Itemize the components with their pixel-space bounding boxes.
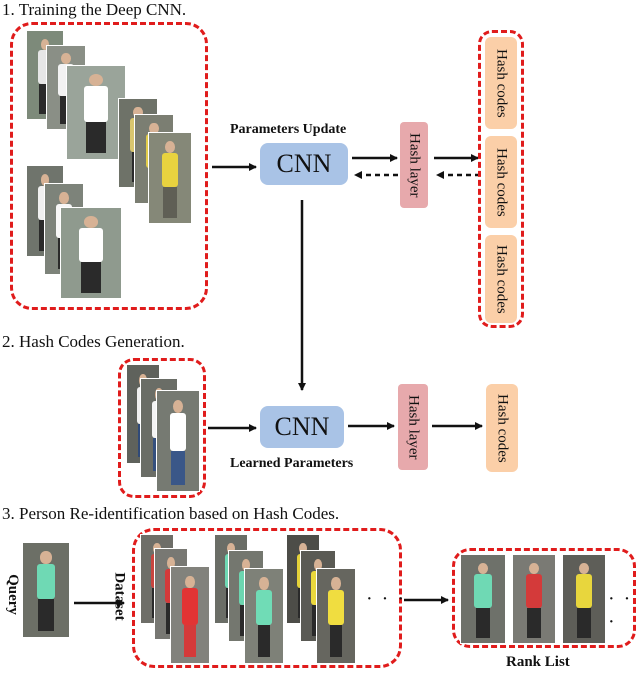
hash-layer-box-training: Hash layer [400, 122, 428, 208]
cnn-box-training: CNN [260, 143, 348, 185]
pedestrian-photo [156, 390, 200, 492]
query-label: Query [4, 574, 21, 615]
rank-list-label: Rank List [506, 654, 570, 670]
pedestrian-photo [170, 566, 210, 664]
hash-codes-box-2: Hash codes [485, 136, 517, 228]
training-image-stack-2 [118, 98, 198, 224]
section-1-title: 1. Training the Deep CNN. [2, 0, 187, 19]
pedestrian-photo [316, 568, 356, 664]
rank-list-frame [452, 548, 636, 648]
training-image-stack-3 [26, 165, 122, 300]
hash-codes-box-generation: Hash codes [486, 384, 518, 472]
learned-parameters-label: Learned Parameters [230, 456, 354, 471]
cnn-box-generation: CNN [260, 406, 344, 448]
cnn-label: CNN [276, 149, 332, 178]
section-2-title: 2. Hash Codes Generation. [2, 332, 185, 351]
training-image-stack-1 [26, 30, 126, 160]
generation-images-frame [118, 358, 206, 498]
pedestrian-photo [66, 65, 126, 160]
hash-codes-box-1: Hash codes [485, 37, 517, 129]
section-3-title: 3. Person Re-identification based on Has… [2, 504, 340, 523]
cnn-label: CNN [274, 412, 330, 441]
hash-codes-label: Hash codes [493, 147, 510, 217]
generation-image-stack [126, 364, 206, 494]
pedestrian-photo [244, 568, 284, 664]
query-image [22, 542, 70, 638]
hash-codes-label: Hash codes [493, 48, 510, 118]
hash-layer-label: Hash layer [406, 132, 423, 198]
hash-codes-label: Hash codes [494, 393, 511, 463]
rank-list-image-1 [460, 554, 506, 644]
rank-list-image-2 [512, 554, 556, 644]
dataset-frame [132, 528, 402, 668]
rank-list-ellipsis: · · · [608, 588, 633, 633]
pedestrian-photo [148, 132, 192, 224]
dataset-label: Dataset [111, 572, 128, 621]
hash-layer-box-generation: Hash layer [398, 384, 428, 470]
dataset-ellipsis: · · · [366, 588, 406, 610]
rank-list-image-3 [562, 554, 606, 644]
hash-codes-label: Hash codes [493, 244, 510, 314]
training-images-frame [10, 22, 208, 310]
hash-codes-box-3: Hash codes [485, 235, 517, 323]
hash-codes-frame [478, 30, 524, 328]
dataset-image-stacks [140, 534, 360, 666]
hash-layer-label: Hash layer [405, 394, 422, 460]
pedestrian-photo [60, 207, 122, 299]
parameters-update-label: Parameters Update [230, 122, 347, 137]
